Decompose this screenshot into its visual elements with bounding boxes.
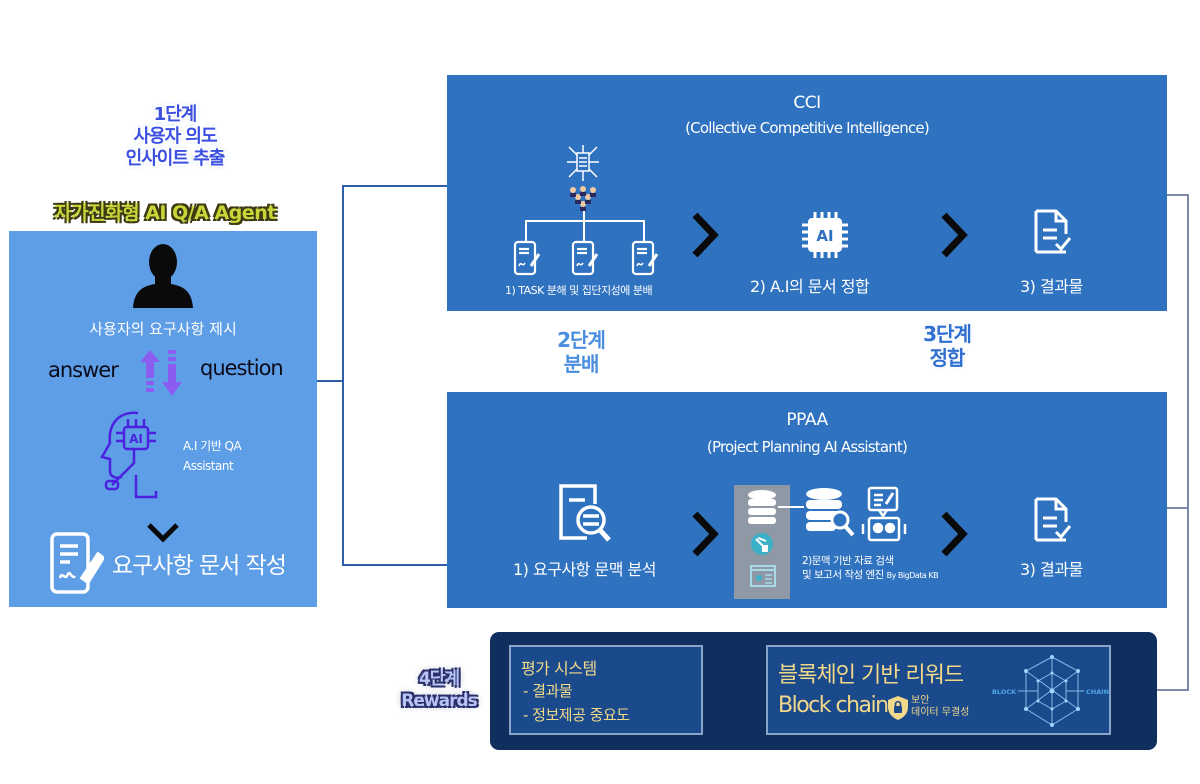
ai-chip-icon: AI <box>802 212 848 258</box>
database-icon <box>748 490 776 524</box>
evaluation-title: 평가 시스템 <box>521 659 597 678</box>
ai-assistant-label-line1: A.I 기반 QA <box>183 439 242 453</box>
connector-to-ppaa <box>342 564 448 566</box>
stage1-line: 사용자 의도 <box>133 126 217 147</box>
chevron-right-icon <box>941 511 968 557</box>
stage1-line: 인사이트 추출 <box>125 148 226 169</box>
blockchain-badge-line2: 데이터 무결성 <box>911 707 970 718</box>
ppaa-title: PPAA <box>786 410 828 430</box>
chevron-right-icon <box>692 212 719 258</box>
blockchain-badge: 보안 데이터 무결성 <box>911 695 969 719</box>
connector-left-vertical <box>342 185 344 565</box>
chevron-right-icon <box>692 511 719 557</box>
stage2-line: 2단계 <box>557 328 606 352</box>
database-search-icon <box>806 488 855 537</box>
evaluation-item: - 결과물 <box>523 682 573 700</box>
agent-title: 자가진화형 AI Q/A Agent <box>54 202 276 224</box>
blockchain-badge-line1: 보안 <box>911 695 930 706</box>
connector-right-to-rewards <box>1138 689 1189 691</box>
task-document-icon <box>631 240 659 276</box>
network-document-icon <box>567 145 599 181</box>
ppaa-subtitle: (Project Planning AI Assistant) <box>706 438 908 456</box>
database-link-line <box>778 506 804 508</box>
chevron-right-icon <box>941 212 968 258</box>
stage3-line: 정합 <box>929 346 966 370</box>
cci-step2-label: 2) A.I의 문서 정합 <box>750 277 870 296</box>
blockchain-graphic-left-label: BLOCK <box>992 688 1017 696</box>
document-search-icon <box>559 484 611 542</box>
ppaa-step2-line1: 2)문맥 기반 자료 검색 <box>802 555 894 567</box>
task-document-icon <box>571 240 599 276</box>
task-document-icon <box>513 240 541 276</box>
user-requirement-text: 사용자의 요구사항 제시 <box>89 320 237 338</box>
shield-lock-icon <box>888 696 908 720</box>
stage4-title: 4단계 Rewards <box>396 668 482 712</box>
evaluation-item: - 정보제공 중요도 <box>523 706 630 724</box>
connector-right-from-cci <box>1167 194 1188 196</box>
answer-question-arrows-icon <box>140 350 182 396</box>
ai-assistant-label-line2: Assistant <box>183 459 234 473</box>
ai-chip-text: AI <box>816 227 833 245</box>
connector-right-vertical <box>1187 194 1189 690</box>
cci-panel: CCI (Collective Competitive Intelligence… <box>447 75 1167 311</box>
stage1-title: 1단계 사용자 의도 인사이트 추출 <box>60 104 290 170</box>
question-label: question <box>200 356 284 380</box>
ppaa-step2-note: By BigData KB <box>886 571 939 580</box>
tree-leg <box>643 220 645 242</box>
svg-text:AI: AI <box>129 432 143 446</box>
cci-step3-label: 3) 결과물 <box>1020 277 1083 296</box>
ppaa-step3-label: 3) 결과물 <box>1020 560 1083 579</box>
ai-assistant-label: A.I 기반 QA Assistant <box>183 436 242 476</box>
stage2-line: 분배 <box>563 352 600 376</box>
user-icon <box>133 244 193 308</box>
cci-title: CCI <box>793 93 821 113</box>
result-document-icon <box>1034 497 1072 542</box>
evaluation-system-box: 평가 시스템 - 결과물 - 정보제공 중요도 <box>509 645 703 735</box>
crowd-icon <box>570 186 596 211</box>
document-write-icon <box>50 532 104 594</box>
cci-step1-label: 1) TASK 분해 및 집단지성에 분배 <box>505 284 653 297</box>
answer-label: answer <box>48 358 119 382</box>
connector-to-cci <box>342 185 448 187</box>
blockchain-graphic-right-label: CHAIN <box>1086 688 1109 696</box>
report-bot-icon <box>861 486 907 542</box>
mining-icon <box>751 533 773 555</box>
ppaa-panel: PPAA (Project Planning AI Assistant) 1) … <box>447 392 1167 608</box>
stage2-title: 2단계 분배 <box>546 328 616 376</box>
blockchain-title: 블록체인 기반 리워드 <box>778 663 964 688</box>
stage4-line: 4단계 <box>418 669 460 689</box>
web-report-icon <box>750 565 776 587</box>
tree-stem <box>583 211 585 221</box>
ai-assistant-head-icon: AI <box>100 411 158 499</box>
chevron-down-icon <box>147 523 179 543</box>
blockchain-subtitle: Block chain <box>778 693 889 718</box>
blockchain-network-graphic: BLOCK CHAIN <box>992 655 1109 727</box>
ppaa-step1-label: 1) 요구사항 문맥 분석 <box>513 560 656 579</box>
tree-leg <box>583 220 585 242</box>
stage3-line: 3단계 <box>923 322 972 346</box>
tree-branch <box>525 220 645 222</box>
result-document-icon <box>1034 209 1072 254</box>
tree-leg <box>525 220 527 242</box>
stage3-title: 3단계 정합 <box>912 322 982 370</box>
cci-subtitle: (Collective Competitive Intelligence) <box>685 119 930 137</box>
stage4-line: Rewards <box>401 691 477 711</box>
ppaa-step2-line2: 및 보고서 작성 엔진 By BigData KB <box>802 567 939 582</box>
connector-left-horizontal <box>317 380 343 382</box>
ppaa-step2-line2-text: 및 보고서 작성 엔진 <box>802 569 884 581</box>
stage1-line: 1단계 <box>153 104 198 125</box>
connector-right-from-ppaa <box>1167 507 1188 509</box>
requirement-document-label: 요구사항 문서 작성 <box>112 553 287 579</box>
blockchain-reward-box: 블록체인 기반 리워드 Block chain 보안 데이터 무결성 BLOCK… <box>766 645 1111 735</box>
